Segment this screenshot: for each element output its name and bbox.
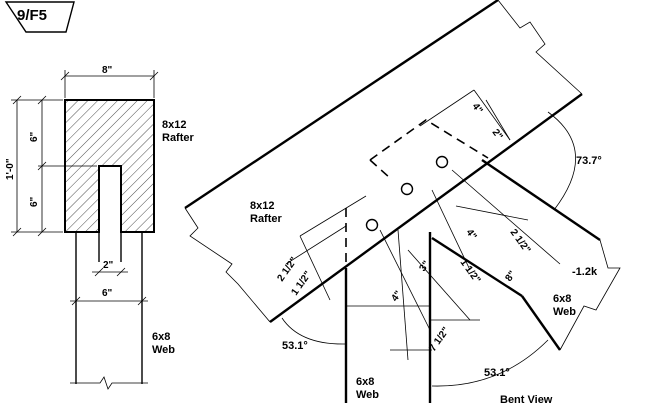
bolt-2 [400,182,414,196]
section-width-dim: 8" [102,65,113,76]
angle-arc-top [547,111,576,211]
elevation-view: 8x12 Rafter 6x8 Web 6x8 Web 73.7° 53.1° … [184,0,621,403]
dim-4-low: 4" [389,289,404,304]
section-web-label-1: 6x8 [152,331,170,343]
elev-web-left-label-1: 6x8 [356,376,374,388]
rafter-top-edge [184,0,499,209]
section-rafter-label-2: Rafter [162,132,195,144]
dim-8: 8" [503,269,518,284]
elev-rafter-label-2: Rafter [250,213,283,225]
elev-rafter-label-1: 8x12 [250,200,274,212]
angle-bottom-label: 53.1° [484,367,510,379]
angle-left-label: 53.1° [282,340,308,352]
angle-arc-left [281,317,347,345]
elev-web-right-label-1: 6x8 [553,293,571,305]
force-label: -1.2k [572,266,598,278]
dim-2half-right: 2 1/2" [508,227,533,256]
view-label: Bent View [500,394,553,403]
section-upper-dim: 6" [29,131,40,142]
section-lower-dim: 6" [29,196,40,207]
web-break-line [70,376,148,390]
diagonal-web-bottom-edge [521,295,561,351]
dim-2half-left: 2 1/2" [275,255,300,284]
diagonal-web-inner-edge [431,236,523,298]
elev-web-right-label-2: Web [553,306,576,318]
section-slot-dim: 2" [103,260,114,271]
dim-4-mid: 4" [464,227,479,242]
section-rafter-label-1: 8x12 [162,119,186,131]
section-web-width-dim: 6" [102,288,113,299]
section-web-label-2: Web [152,344,175,356]
angle-arc-bottom [431,339,549,387]
section-height-dim: 1'-0" [5,158,16,180]
bolt-1 [435,155,449,169]
rafter-bottom-edge [269,93,583,323]
bolt-3 [365,218,379,232]
rafter-break-line-right [497,0,583,95]
detail-tag-text: 9/F5 [17,7,47,24]
detail-tag: 9/F5 [4,1,75,33]
dim-4-top: 4" [470,101,485,116]
rafter-break-line [184,207,271,323]
elev-web-left-label-2: Web [356,389,379,401]
dim-1half-mid: 1 1/2" [458,257,483,286]
angle-top-label: 73.7° [576,155,602,167]
cross-section-view: 8" 1'-0" 6" 6" 2" 6" 8x12 Rafter 6x8 Web [5,65,195,390]
diagonal-web-break [559,239,621,351]
diagonal-web-top-edge [481,159,601,241]
elevation-dimension-lines [285,89,561,361]
